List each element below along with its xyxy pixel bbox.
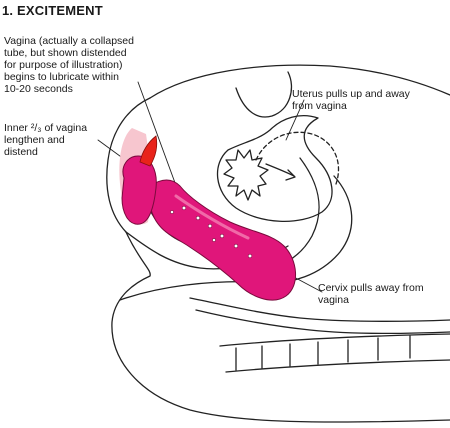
label-line: lengthen and: [4, 134, 65, 146]
spine-outline: [219, 333, 450, 373]
diagram-title: 1. EXCITEMENT: [2, 3, 103, 18]
label-line: tube, but shown distended: [4, 47, 127, 59]
leader-line-cervix: [291, 275, 323, 293]
arrow-head-icon: [285, 169, 296, 181]
label-line: distend: [4, 146, 38, 158]
label-uterus-pulls: Uterus pulls up and away from vagina: [292, 88, 410, 112]
vaginal-opening: [121, 155, 157, 225]
label-line: begins to lubricate within: [4, 71, 119, 83]
body-outline: [149, 64, 450, 99]
label-vagina-lubricate: Vagina (actually a collapsed tube, but s…: [4, 35, 134, 95]
label-line: Uterus pulls up and away: [292, 88, 410, 100]
buttock-outline: [111, 231, 450, 423]
label-line: from vagina: [292, 100, 347, 112]
label-line: Cervix pulls away from: [318, 282, 424, 294]
clitoris-tip: [139, 135, 158, 167]
label-line: Inner ²/₃ of vagina: [4, 122, 88, 134]
vagina-highlight: [174, 194, 250, 240]
label-line: 10-20 seconds: [4, 83, 73, 95]
leader-line-uterus: [285, 99, 305, 141]
label-cervix-pulls: Cervix pulls away from vagina: [318, 282, 424, 306]
ovary-shape: [223, 149, 269, 201]
lubrication-droplets: [170, 205, 253, 259]
uterus-movement-arrow: [265, 163, 295, 177]
organ-loop-upper: [235, 71, 293, 118]
label-inner-two-thirds: Inner ²/₃ of vagina lengthen and distend: [4, 122, 87, 158]
uterus-previous-position: [255, 131, 340, 185]
vagina-shape: [148, 179, 296, 301]
uterus-outline: [216, 115, 333, 222]
label-line: for purpose of illustration): [4, 59, 123, 71]
rectum-lower: [195, 309, 450, 334]
abdomen-outline: [106, 97, 151, 233]
rectum-upper: [189, 297, 450, 322]
label-line: vagina: [318, 294, 349, 306]
vertebra: [235, 335, 411, 371]
label-line: Vagina (actually a collapsed: [4, 35, 134, 47]
